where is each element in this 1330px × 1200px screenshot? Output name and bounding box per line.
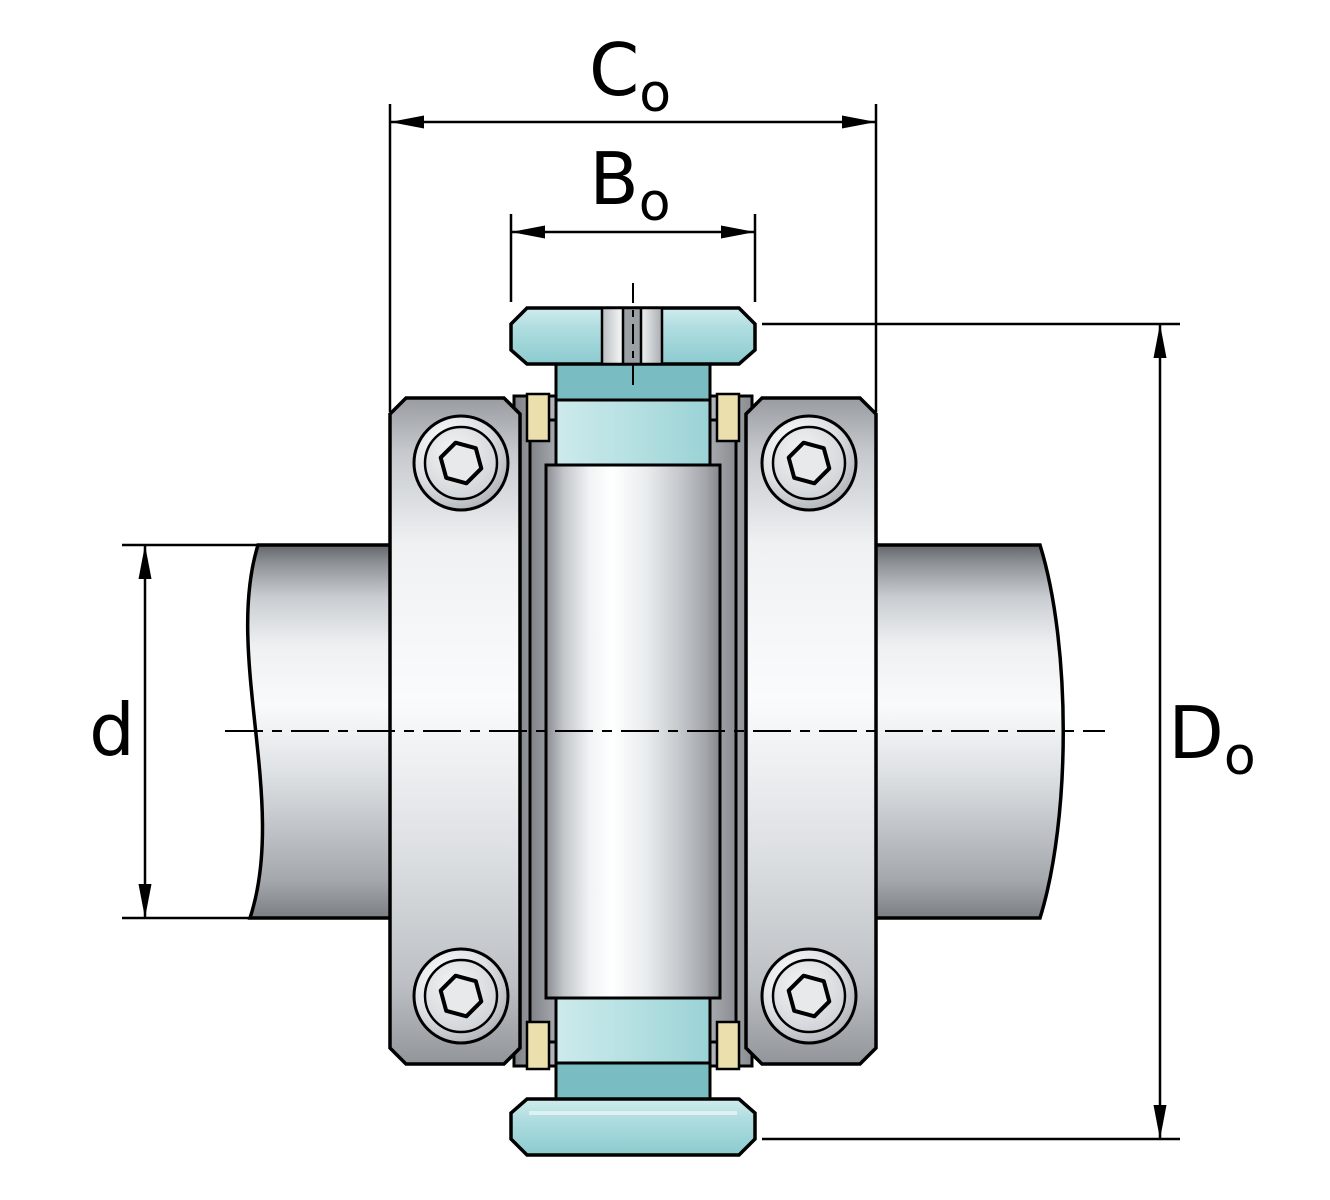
arrowhead-bottom bbox=[138, 884, 152, 918]
cage-block bbox=[715, 392, 741, 443]
arrowhead-top bbox=[1153, 324, 1167, 358]
cage-block bbox=[715, 1020, 741, 1071]
dimension-label-bo: Bo bbox=[589, 137, 670, 233]
cap-bottom-body bbox=[509, 1097, 757, 1157]
socket-screw-top-right bbox=[760, 414, 858, 512]
arrowhead-right bbox=[721, 225, 755, 239]
socket-screw-top-left bbox=[412, 414, 510, 512]
dimension-do: Do bbox=[762, 322, 1256, 1141]
dimension-bo: Bo bbox=[509, 137, 757, 302]
dimension-label-co: Co bbox=[589, 28, 671, 124]
arrowhead-left bbox=[390, 115, 424, 129]
dimension-label-do: Do bbox=[1168, 691, 1255, 787]
arrowhead-right bbox=[842, 115, 876, 129]
hex-socket-icon bbox=[786, 973, 832, 1019]
dimension-co: Co bbox=[388, 28, 878, 412]
arrowhead-top bbox=[138, 545, 152, 579]
arrowhead-bottom bbox=[1153, 1105, 1167, 1139]
arrowhead-left bbox=[511, 225, 545, 239]
roller-bottom bbox=[554, 996, 712, 1101]
hex-socket-icon bbox=[438, 973, 484, 1019]
clamp-collar-right bbox=[744, 396, 878, 1066]
dimension-d: d bbox=[89, 543, 268, 920]
bearing-cage bbox=[525, 392, 741, 1071]
cap-bottom bbox=[509, 1097, 757, 1157]
socket-screw-bottom-right bbox=[760, 947, 858, 1045]
hex-socket-icon bbox=[438, 440, 484, 486]
cage-block bbox=[525, 1020, 551, 1071]
socket-screw-bottom-left bbox=[412, 947, 510, 1045]
hex-socket-icon bbox=[786, 440, 832, 486]
cage-block bbox=[525, 392, 551, 443]
dimension-label-d: d bbox=[89, 688, 135, 772]
roller-band bbox=[554, 1061, 712, 1101]
